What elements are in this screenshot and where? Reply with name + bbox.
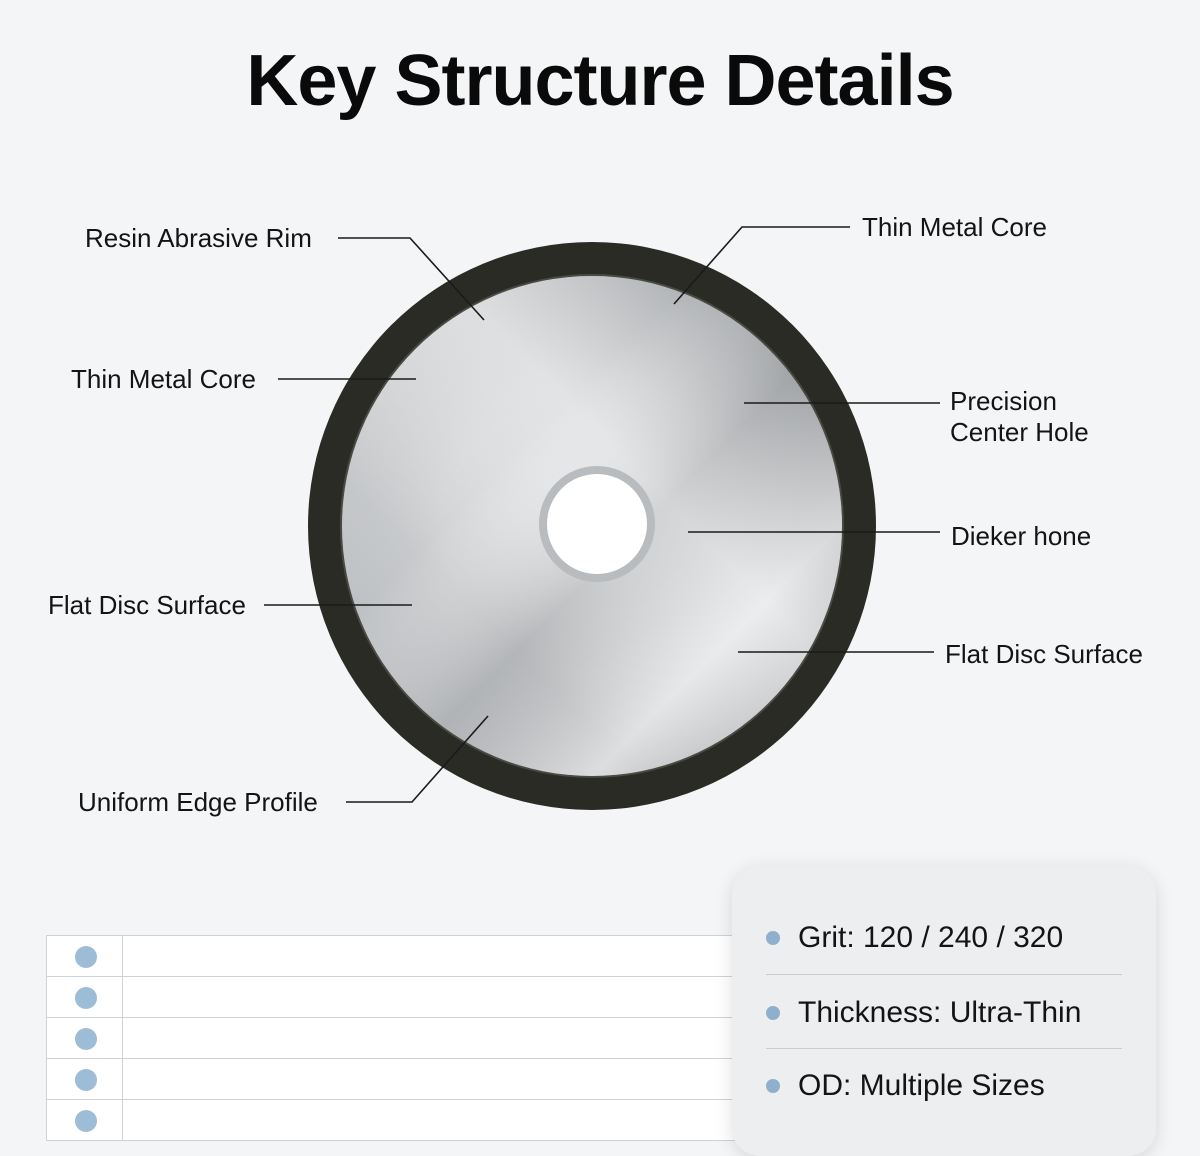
callout-flat-disc-surface-left: Flat Disc Surface (48, 590, 246, 620)
bullet-cell (47, 936, 123, 976)
callout-flat-disc-surface-right: Flat Disc Surface (945, 639, 1143, 669)
list-item (47, 1018, 747, 1059)
bullet-dot-icon (75, 1069, 97, 1091)
list-item (47, 1059, 747, 1100)
leader-uniform-edge-profile (346, 715, 489, 803)
leader-thin-metal-core-right (673, 226, 850, 305)
bullet-cell (47, 977, 123, 1017)
spec-od-text: OD: Multiple Sizes (798, 1069, 1045, 1102)
bullet-dot-icon (766, 1006, 780, 1020)
callout-resin-abrasive-rim: Resin Abrasive Rim (85, 223, 312, 253)
bullet-dot-icon (766, 931, 780, 945)
list-item (47, 977, 747, 1018)
bullet-dot-icon (75, 987, 97, 1009)
callout-dieker-hone: Dieker hone (951, 521, 1091, 551)
callout-thin-metal-core-left: Thin Metal Core (71, 364, 256, 394)
callout-thin-metal-core-right: Thin Metal Core (862, 212, 1047, 242)
bullet-dot-icon (75, 946, 97, 968)
leader-resin-abrasive-rim (338, 237, 485, 321)
list-item (47, 936, 747, 977)
precision-center-hole (547, 474, 647, 574)
disc-diagram: Resin Abrasive Rim Thin Metal Core Flat … (48, 212, 1143, 817)
bullet-dot-icon (766, 1079, 780, 1093)
bullet-list-table (46, 935, 747, 1141)
bullet-cell (47, 1059, 123, 1099)
bullet-dot-icon (75, 1110, 97, 1132)
spec-thickness: Thickness: Ultra-Thin (766, 983, 1122, 1043)
page-title: Key Structure Details (246, 41, 954, 121)
list-item (47, 1100, 747, 1141)
spec-divider (766, 1048, 1122, 1049)
callout-center-hole: Center Hole (950, 417, 1089, 447)
spec-card: Grit: 120 / 240 / 320 Thickness: Ultra-T… (732, 866, 1156, 1156)
bullet-dot-icon (75, 1028, 97, 1050)
callout-uniform-edge-profile: Uniform Edge Profile (78, 787, 318, 817)
spec-thickness-text: Thickness: Ultra-Thin (798, 996, 1082, 1029)
spec-grit: Grit: 120 / 240 / 320 (766, 908, 1122, 968)
spec-grit-text: Grit: 120 / 240 / 320 (798, 921, 1064, 954)
bullet-cell (47, 1100, 123, 1140)
spec-divider (766, 974, 1122, 975)
callout-precision: Precision (950, 386, 1057, 416)
bullet-cell (47, 1018, 123, 1058)
spec-od: OD: Multiple Sizes (766, 1056, 1122, 1116)
